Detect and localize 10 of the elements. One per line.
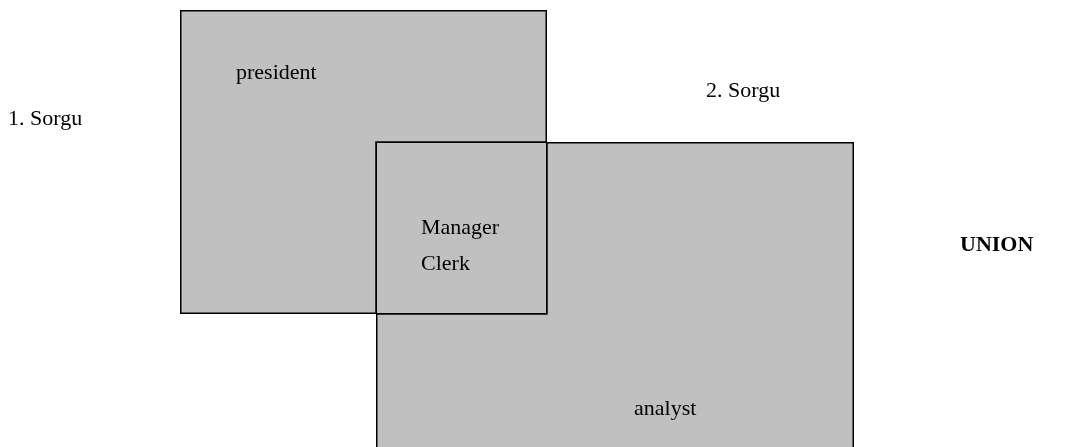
set-region xyxy=(376,142,854,447)
query-label: 1. Sorgu xyxy=(8,106,83,131)
set-region xyxy=(180,10,547,314)
set-member-label: president xyxy=(236,60,317,85)
set-member-label: Manager xyxy=(421,215,500,240)
operation-label: UNION xyxy=(960,232,1034,257)
set-member-label: Clerk xyxy=(421,251,470,276)
query-label: 2. Sorgu xyxy=(706,78,781,103)
set-member-label: analyst xyxy=(634,396,697,421)
intersection-area xyxy=(376,142,547,314)
